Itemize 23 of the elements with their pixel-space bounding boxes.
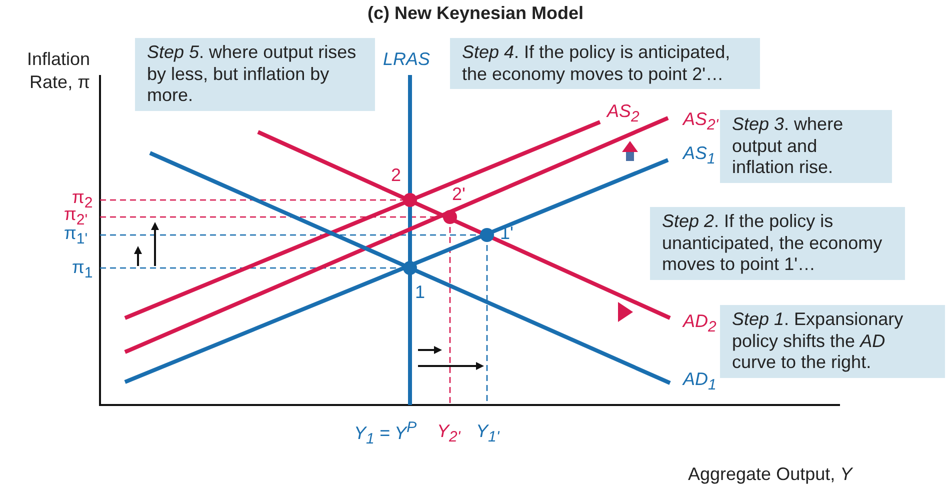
tick-label: Y$_{2'}$	[437, 422, 460, 446]
curve-label: AS$_{2}$	[607, 102, 640, 126]
tick-label: π$_{1}$	[72, 258, 93, 282]
curve-label: AS$_{1}$	[683, 144, 716, 168]
axis-label: Aggregate Output, Y	[688, 465, 852, 485]
tick-label: Y$_{1}$ = Y$^{P}$	[354, 420, 417, 448]
curve-label: AS$_{2'}$	[683, 110, 718, 134]
chart-title: (c) New Keynesian Model	[366, 4, 585, 24]
callout-box: Step 1. Expansionary policy shifts the AD curve to the right.	[720, 305, 945, 378]
curve-label: LRAS	[383, 50, 430, 70]
callout-box: Step 5. where output rises by less, but inflation by more.	[135, 38, 375, 111]
point-label: 1	[415, 283, 426, 303]
axis-label: Inflation Rate, π	[26, 48, 90, 94]
tick-label: π$_{1'}$	[64, 224, 88, 248]
tick-label: π$_{2}$	[72, 188, 93, 212]
point-label: 2	[391, 166, 402, 186]
curve-label: AD$_{2}$	[683, 312, 716, 336]
tick-label: Y$_{1'}$	[476, 422, 500, 446]
point-label: 2'	[452, 185, 466, 205]
callout-box: Step 2. If the policy is unanticipated, the economy moves to point 1'…	[650, 207, 905, 280]
callout-box: Step 4. If the policy is anticipated, the economy moves to point 2'…	[450, 38, 760, 90]
curve-label: AD$_{1}$	[683, 370, 716, 394]
callout-box: Step 3. where output and inflation rise.	[720, 110, 892, 183]
